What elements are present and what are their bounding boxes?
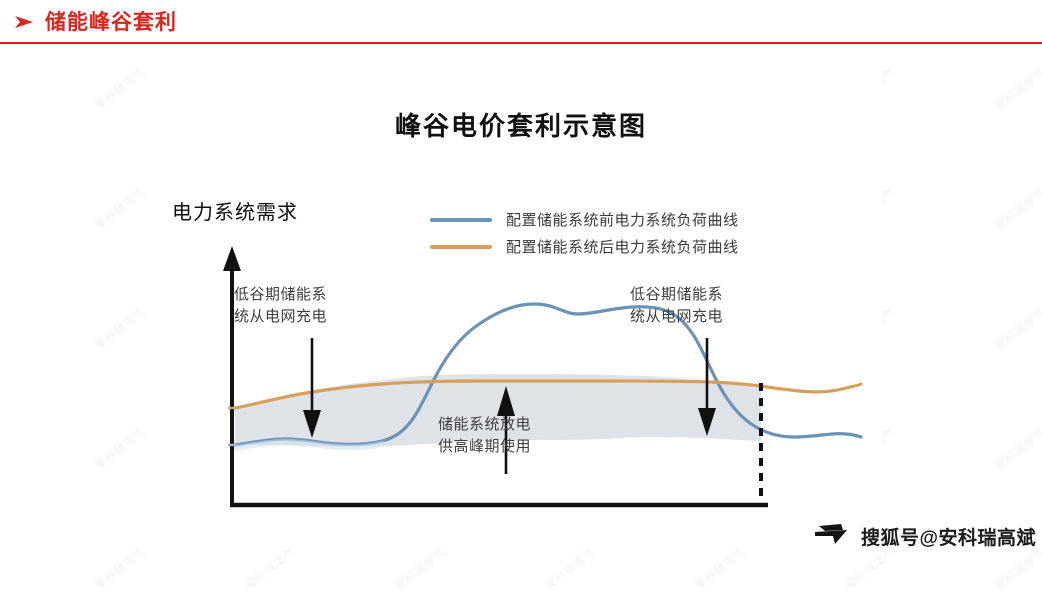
- energy-arbitrage-area: [235, 374, 761, 445]
- watermark-text: 安科瑞电气: [693, 545, 748, 592]
- figure-panel: 峰谷电价套利示意图 配置储能系统前电力系统负荷曲线 配置储能系统后电力系统负荷曲…: [160, 56, 882, 521]
- legend-swatch-after: [430, 244, 492, 249]
- annotation-left-charge: 低谷期储能系 统从电网充电: [234, 287, 328, 325]
- watermark-text: 安科瑞电气: [543, 545, 598, 592]
- annotation-arrow-right: [698, 338, 716, 436]
- header: 储能峰谷套利: [0, 0, 1042, 46]
- watermark-text: 安科瑞电气: [93, 305, 148, 352]
- arrow-right-icon: [15, 16, 33, 28]
- annotation-arrow-center: [497, 386, 515, 474]
- y-axis-label: 电力系统需求: [172, 202, 298, 224]
- legend-item-after: 配置储能系统后电力系统负荷曲线: [430, 233, 739, 260]
- legend-item-before: 配置储能系统前电力系统负荷曲线: [430, 206, 739, 233]
- watermark-text: 安科瑞电气: [93, 425, 148, 472]
- legend-label-after: 配置储能系统后电力系统负荷曲线: [506, 240, 739, 256]
- annotation-arrow-left: [303, 338, 321, 438]
- sohu-arrow-icon: [814, 524, 847, 544]
- header-divider: [0, 42, 1042, 44]
- page-title: 储能峰谷套利: [45, 11, 177, 34]
- curve-after-storage: [233, 379, 863, 410]
- chart-legend: 配置储能系统前电力系统负荷曲线 配置储能系统后电力系统负荷曲线: [430, 206, 739, 260]
- legend-label-before: 配置储能系统前电力系统负荷曲线: [506, 213, 739, 229]
- watermark-text: 安科瑞电气: [93, 545, 148, 592]
- y-axis-arrowhead: [223, 246, 241, 271]
- watermark-text: 安科瑞电气: [93, 185, 148, 232]
- watermark-text: 安科瑞电气: [93, 65, 148, 112]
- load-curve-plot: [223, 246, 863, 508]
- annotation-center-discharge: 储能系统放电 供高峰期使用: [438, 417, 532, 455]
- watermark-text: 安科瑞电气: [993, 305, 1042, 352]
- watermark-text: 安科瑞电气: [993, 65, 1042, 112]
- sohu-watermark: 搜狐号@安科瑞高斌: [811, 518, 1036, 550]
- watermark-text: 安科瑞电气: [993, 425, 1042, 472]
- watermark-text: 安科瑞电气: [243, 545, 298, 592]
- sohu-watermark-label: 搜狐号@安科瑞高斌: [860, 528, 1036, 549]
- watermark-text: 安科瑞电气: [993, 545, 1042, 592]
- watermark-text: 安科瑞电气: [393, 545, 448, 592]
- watermark-text: 安科瑞电气: [843, 545, 898, 592]
- annotation-right-charge: 低谷期储能系 统从电网充电: [630, 287, 724, 325]
- curve-before-storage-halo: [232, 439, 385, 451]
- chart-title: 峰谷电价套利示意图: [394, 112, 647, 141]
- legend-swatch-before: [430, 217, 492, 222]
- watermark-text: 安科瑞电气: [993, 185, 1042, 232]
